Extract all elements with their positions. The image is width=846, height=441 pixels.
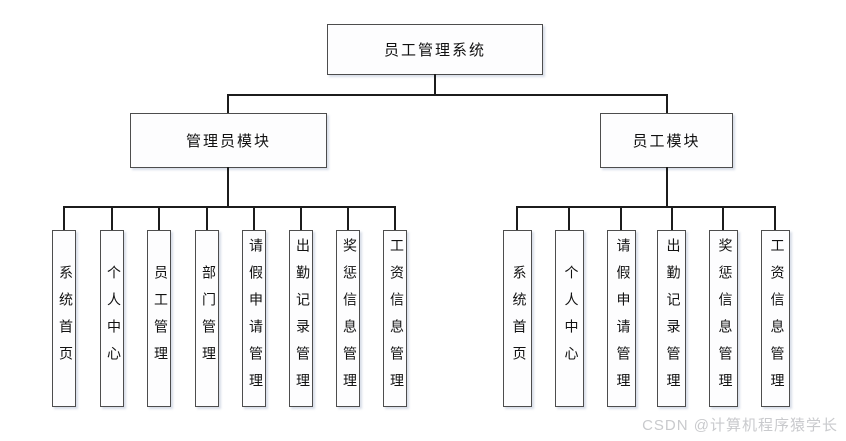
connector-line bbox=[620, 206, 622, 230]
connector-line bbox=[206, 206, 208, 230]
node-admin-leaf-employee-mgmt: 员工管理 bbox=[147, 230, 171, 407]
leaf-label: 工资信息管理 bbox=[768, 237, 784, 400]
connector-line bbox=[666, 167, 668, 207]
leaf-label: 个人中心 bbox=[105, 264, 120, 373]
node-employee-module: 员工模块 bbox=[600, 113, 733, 168]
leaf-label: 请假申请管理 bbox=[614, 237, 630, 400]
connector-line bbox=[516, 206, 776, 208]
leaf-label: 部门管理 bbox=[200, 264, 215, 373]
connector-line bbox=[774, 206, 776, 230]
node-root: 员工管理系统 bbox=[327, 24, 543, 75]
leaf-label: 系统首页 bbox=[57, 264, 72, 373]
connector-line bbox=[300, 206, 302, 230]
node-employee-leaf-salary-info-mgmt: 工资信息管理 bbox=[761, 230, 790, 407]
connector-line bbox=[63, 206, 65, 230]
node-employee-leaf-attendance-record-mgmt: 出勤记录管理 bbox=[657, 230, 686, 407]
leaf-label: 员工管理 bbox=[152, 264, 167, 373]
connector-line bbox=[347, 206, 349, 230]
connector-line bbox=[227, 94, 229, 114]
connector-line bbox=[516, 206, 518, 230]
connector-line bbox=[111, 206, 113, 230]
connector-line bbox=[253, 206, 255, 230]
connector-line bbox=[158, 206, 160, 230]
leaf-label: 请假申请管理 bbox=[247, 237, 262, 400]
node-admin-leaf-leave-request-mgmt: 请假申请管理 bbox=[242, 230, 266, 407]
connector-line bbox=[671, 206, 673, 230]
node-admin-module-label: 管理员模块 bbox=[185, 134, 271, 150]
leaf-label: 出勤记录管理 bbox=[294, 237, 309, 400]
node-root-label: 员工管理系统 bbox=[383, 43, 486, 59]
connector-line bbox=[63, 206, 396, 208]
connector-line bbox=[722, 206, 724, 230]
leaf-label: 奖惩信息管理 bbox=[341, 237, 356, 400]
node-admin-leaf-system-home: 系统首页 bbox=[52, 230, 76, 407]
node-employee-leaf-personal-center: 个人中心 bbox=[555, 230, 584, 407]
connector-line bbox=[434, 74, 436, 95]
connector-line bbox=[394, 206, 396, 230]
leaf-label: 个人中心 bbox=[562, 264, 578, 373]
connector-line bbox=[666, 94, 668, 114]
leaf-label: 工资信息管理 bbox=[388, 237, 403, 400]
leaf-label: 奖惩信息管理 bbox=[716, 237, 732, 400]
connector-line bbox=[227, 167, 229, 207]
node-employee-leaf-leave-request-mgmt: 请假申请管理 bbox=[607, 230, 636, 407]
node-employee-module-label: 员工模块 bbox=[632, 134, 701, 150]
node-admin-leaf-reward-punishment-mgmt: 奖惩信息管理 bbox=[336, 230, 360, 407]
node-employee-leaf-reward-punishment-mgmt: 奖惩信息管理 bbox=[709, 230, 738, 407]
leaf-label: 出勤记录管理 bbox=[664, 237, 680, 400]
connector-line bbox=[568, 206, 570, 230]
node-admin-leaf-department-mgmt: 部门管理 bbox=[195, 230, 219, 407]
node-admin-leaf-salary-info-mgmt: 工资信息管理 bbox=[383, 230, 407, 407]
node-admin-leaf-attendance-record-mgmt: 出勤记录管理 bbox=[289, 230, 313, 407]
connector-line bbox=[227, 94, 668, 96]
node-employee-leaf-system-home: 系统首页 bbox=[503, 230, 532, 407]
csdn-watermark: CSDN @计算机程序猿学长 bbox=[642, 417, 838, 434]
node-admin-module: 管理员模块 bbox=[130, 113, 327, 168]
node-admin-leaf-personal-center: 个人中心 bbox=[100, 230, 124, 407]
leaf-label: 系统首页 bbox=[510, 264, 526, 373]
